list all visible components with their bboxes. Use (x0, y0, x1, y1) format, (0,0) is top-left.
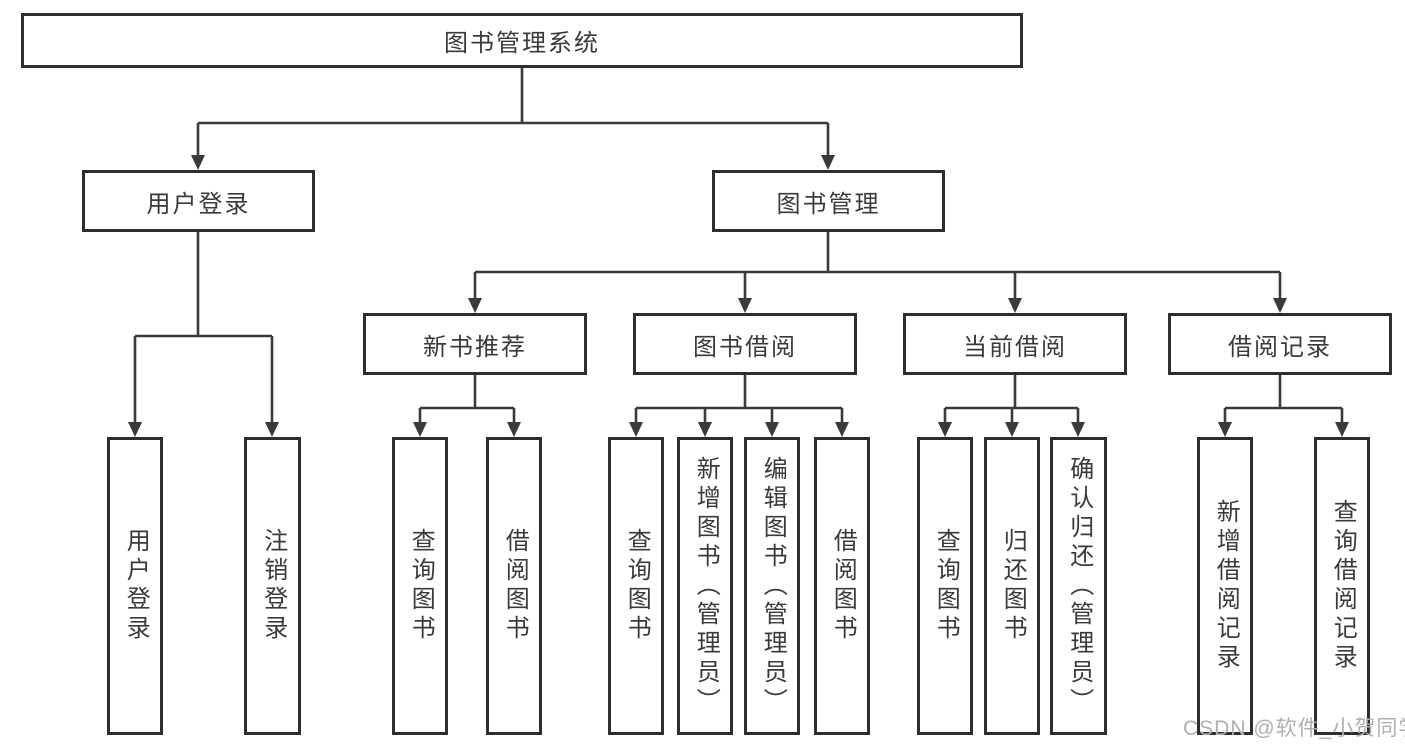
tree-edges (133, 68, 1344, 424)
leaf-label: 注销登录 (259, 528, 287, 644)
node-library-system: 图书管理系统 (21, 13, 1023, 68)
leaf-label: 借阅图书 (829, 528, 857, 644)
node-new-book-recommend: 新书推荐 (363, 313, 587, 375)
leaf-confirm-return-admin: 确认归还（管理员） (1050, 437, 1107, 735)
leaf-query-books-borrow: 查询图书 (608, 437, 664, 735)
leaf-label: 查询图书 (623, 528, 651, 644)
leaf-add-borrow-record: 新增借阅记录 (1197, 437, 1253, 735)
leaf-add-books-admin: 新增图书（管理员） (677, 437, 733, 735)
node-borrow-records: 借阅记录 (1168, 313, 1392, 375)
leaf-label: 查询借阅记录 (1329, 499, 1357, 673)
leaf-label: 借阅图书 (501, 528, 529, 644)
leaf-label: 用户登录 (122, 528, 150, 644)
leaf-edit-books-admin: 编辑图书（管理员） (744, 437, 800, 735)
leaf-label: 新增图书（管理员） (692, 455, 720, 717)
leaf-return-books: 归还图书 (984, 437, 1040, 735)
leaf-logout: 注销登录 (244, 437, 301, 735)
leaf-label: 查询图书 (407, 528, 435, 644)
leaf-query-books-recommend: 查询图书 (392, 437, 448, 735)
leaf-label: 查询图书 (932, 528, 960, 644)
leaf-label: 新增借阅记录 (1212, 499, 1240, 673)
leaf-borrow-books: 借阅图书 (814, 437, 870, 735)
node-book-borrow: 图书借阅 (633, 313, 857, 375)
leaf-label: 归还图书 (999, 528, 1027, 644)
leaf-query-borrow-record: 查询借阅记录 (1314, 437, 1370, 735)
csdn-watermark: CSDN @软件_小贺同学 (1183, 717, 1405, 740)
node-current-borrow: 当前借阅 (903, 313, 1127, 375)
leaf-label: 编辑图书（管理员） (759, 455, 787, 717)
node-book-management: 图书管理 (712, 170, 945, 232)
leaf-borrow-books-recommend: 借阅图书 (486, 437, 542, 735)
leaf-query-books-current: 查询图书 (917, 437, 973, 735)
arrowhead-icons (128, 155, 1349, 437)
leaf-label: 确认归还（管理员） (1065, 455, 1093, 717)
leaf-user-login: 用户登录 (107, 437, 163, 735)
node-user-login: 用户登录 (82, 170, 315, 232)
